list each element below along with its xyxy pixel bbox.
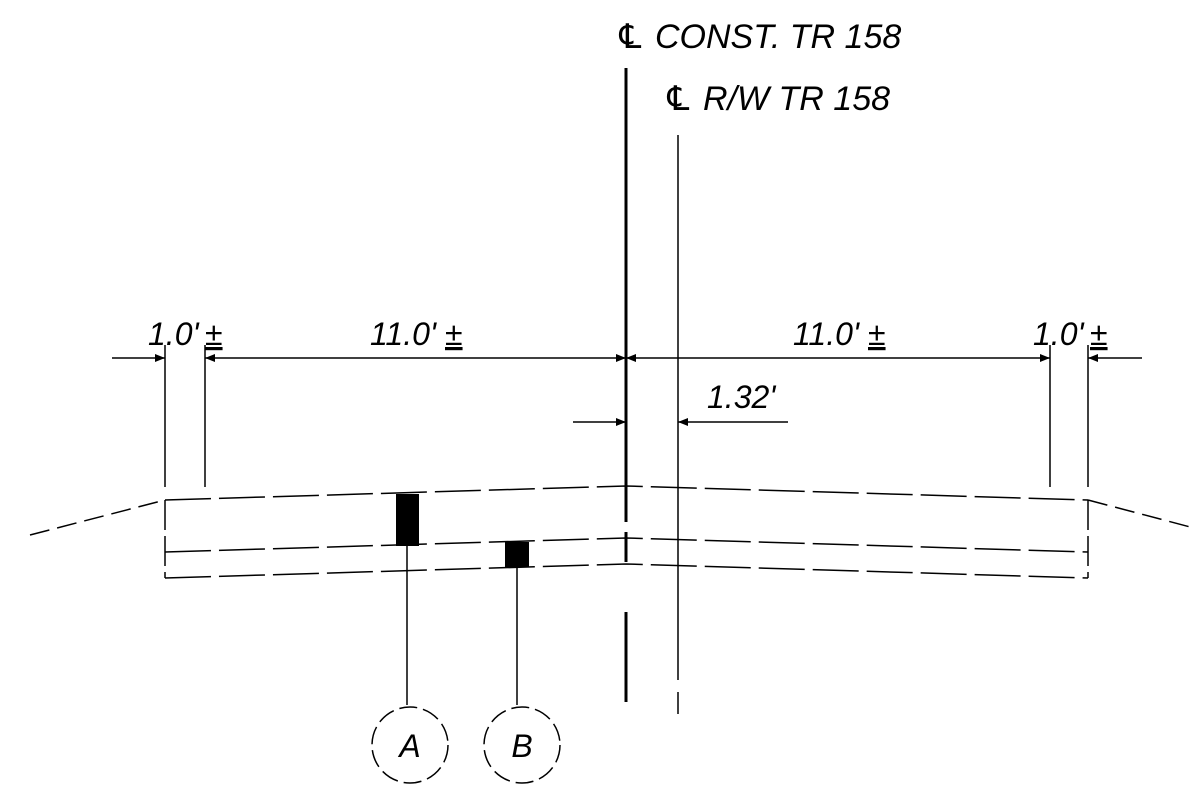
plus-minus-text: ± bbox=[205, 316, 223, 352]
dim-right-lane: 11.0' ± bbox=[793, 316, 886, 352]
work-item-b-block bbox=[505, 542, 529, 567]
centerline-symbol-icon: ℄ bbox=[615, 18, 645, 56]
work-item-a-block bbox=[396, 494, 419, 546]
callout-a-text: A bbox=[397, 728, 420, 764]
cl-rw-text: R/W TR 158 bbox=[703, 80, 890, 118]
pavement-surface bbox=[164, 485, 1089, 501]
centerline-const-label: ℄ CONST. TR 158 bbox=[615, 18, 901, 56]
embankment-left bbox=[29, 499, 166, 536]
centerline-rw-label: ℄ R/W TR 158 bbox=[663, 80, 890, 118]
dim-left-lane: 11.0' ± bbox=[370, 316, 463, 352]
dim-left-shoulder: 1.0' ± bbox=[148, 316, 223, 352]
dim-right-shoulder: 1.0' ± bbox=[1033, 316, 1108, 352]
plus-minus-text: ± bbox=[1090, 316, 1108, 352]
pavement-section bbox=[29, 485, 1194, 579]
pavement-layer-2 bbox=[164, 563, 1089, 579]
plus-minus-text: ± bbox=[445, 316, 463, 352]
svg-text:11.0': 11.0' bbox=[793, 316, 861, 352]
dim-offset-text: 1.32' bbox=[707, 379, 777, 415]
embankment-right bbox=[1087, 499, 1194, 529]
centerline-symbol-icon: ℄ bbox=[663, 80, 693, 118]
plus-minus-text: ± bbox=[868, 316, 886, 352]
pavement-layer-1 bbox=[164, 537, 1089, 553]
cl-const-text: CONST. TR 158 bbox=[655, 18, 901, 56]
callout-b: B bbox=[483, 706, 561, 784]
callout-a: A bbox=[371, 706, 449, 784]
svg-text:1.0': 1.0' bbox=[1033, 316, 1085, 352]
extension-lines bbox=[164, 345, 1089, 487]
leader-lines bbox=[406, 546, 518, 705]
svg-text:1.0': 1.0' bbox=[148, 316, 200, 352]
svg-text:11.0': 11.0' bbox=[370, 316, 438, 352]
callout-b-text: B bbox=[511, 728, 532, 764]
